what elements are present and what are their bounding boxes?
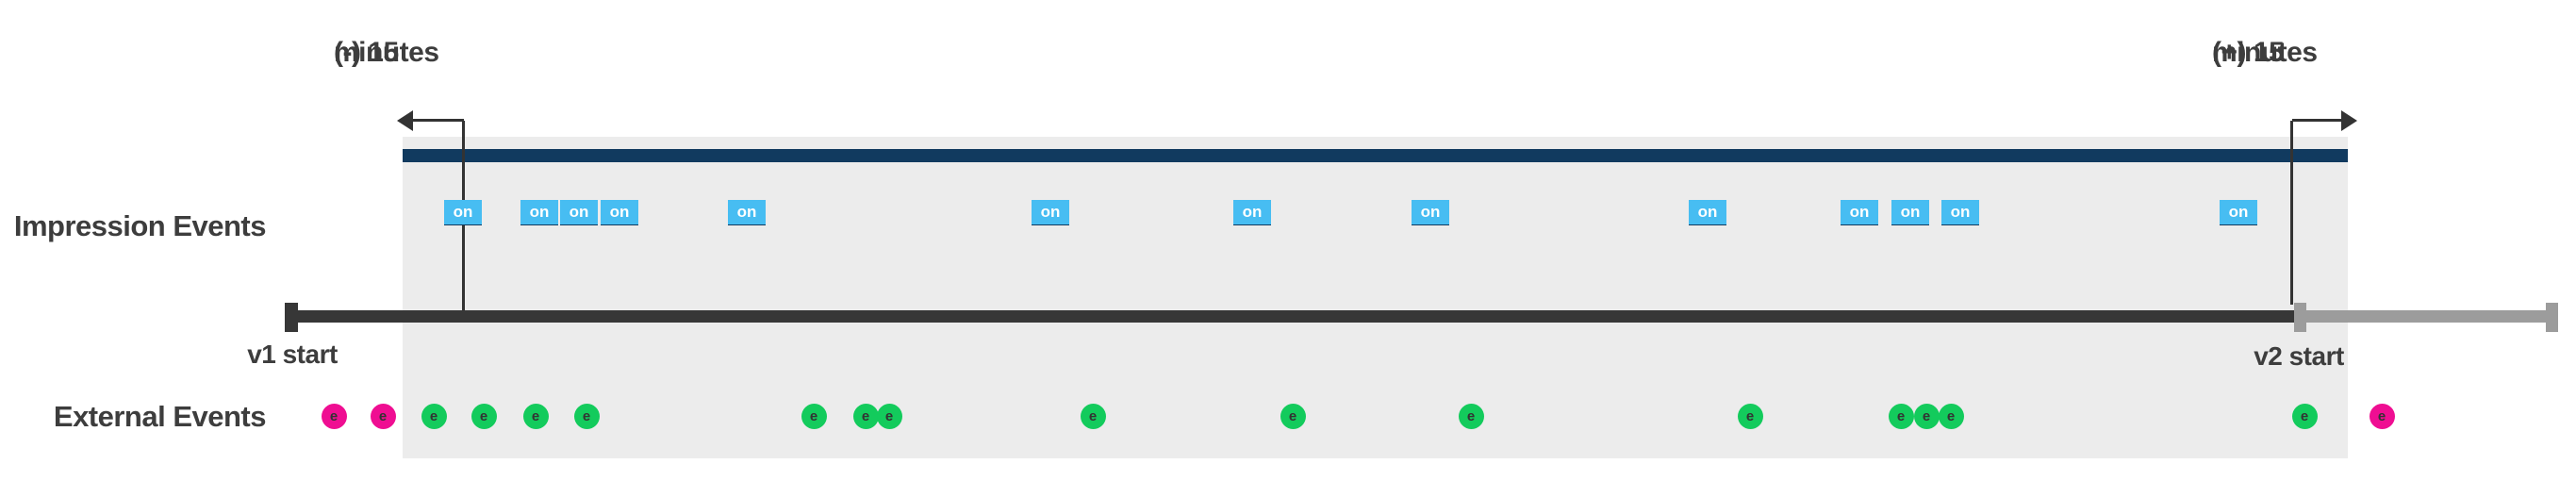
external-event-dot-green: e — [801, 404, 827, 429]
pre-window-label-line2: minutes — [334, 37, 439, 68]
left-arrow-icon — [397, 110, 413, 131]
impression-badge-on: on — [1841, 200, 1878, 224]
external-event-dot-green: e — [852, 404, 879, 429]
post-window-arrow-line — [2292, 119, 2343, 122]
external-event-dot-green: e — [522, 404, 549, 429]
v2-start-cap — [2294, 303, 2306, 332]
external-event-dot-green: e — [471, 404, 497, 429]
pre-window-label-line1: (-) 15 — [334, 37, 399, 68]
external-event-dot-green: e — [1938, 404, 1964, 429]
impression-events-row-label: Impression Events — [13, 209, 267, 242]
pre-window-arrow-line — [409, 119, 464, 122]
impression-badge-on: on — [560, 200, 598, 224]
external-event-dot-green: e — [573, 404, 600, 429]
impression-badge-on: on — [1941, 200, 1979, 224]
external-event-dot-magenta: e — [2369, 404, 2395, 429]
impression-badge-on: on — [444, 200, 482, 224]
external-event-dot-green: e — [1458, 404, 1484, 429]
right-arrow-icon — [2341, 110, 2357, 131]
impression-badge-on: on — [520, 200, 558, 224]
impression-badge-on: on — [2220, 200, 2257, 224]
impression-badge-on: on — [1412, 200, 1449, 224]
impression-badge-on: on — [1891, 200, 1929, 224]
v1-start-label: v1 start — [247, 340, 338, 369]
timeline-v2-segment — [2306, 310, 2546, 323]
external-event-dot-green: e — [2291, 404, 2318, 429]
impression-badge-on: on — [728, 200, 766, 224]
external-event-dot-green: e — [1737, 404, 1763, 429]
impression-badge-on: on — [1689, 200, 1726, 224]
campaign-duration-bar — [403, 149, 2348, 162]
external-event-dot-green: e — [1080, 404, 1106, 429]
impression-badge-on: on — [601, 200, 638, 224]
timeline-v1-segment — [285, 310, 2294, 323]
external-event-dot-green: e — [876, 404, 902, 429]
external-event-dot-green: e — [1888, 404, 1914, 429]
external-event-dot-magenta: e — [321, 404, 347, 429]
external-event-dot-green: e — [1913, 404, 1940, 429]
v2-start-label: v2 start — [2254, 341, 2344, 371]
analysis-window-panel — [403, 137, 2348, 458]
post-window-label-line2: minutes — [2212, 37, 2318, 68]
post-window-marker-line — [2290, 121, 2293, 305]
external-event-dot-green: e — [421, 404, 447, 429]
impression-badge-on: on — [1032, 200, 1069, 224]
post-window-label-line1: (+) 15 — [2212, 37, 2285, 68]
timeline-end-cap — [2546, 303, 2558, 332]
v1-start-cap — [285, 303, 298, 332]
external-event-dot-green: e — [1280, 404, 1306, 429]
external-events-row-label: External Events — [53, 400, 267, 433]
external-event-dot-magenta: e — [370, 404, 396, 429]
impression-badge-on: on — [1233, 200, 1271, 224]
